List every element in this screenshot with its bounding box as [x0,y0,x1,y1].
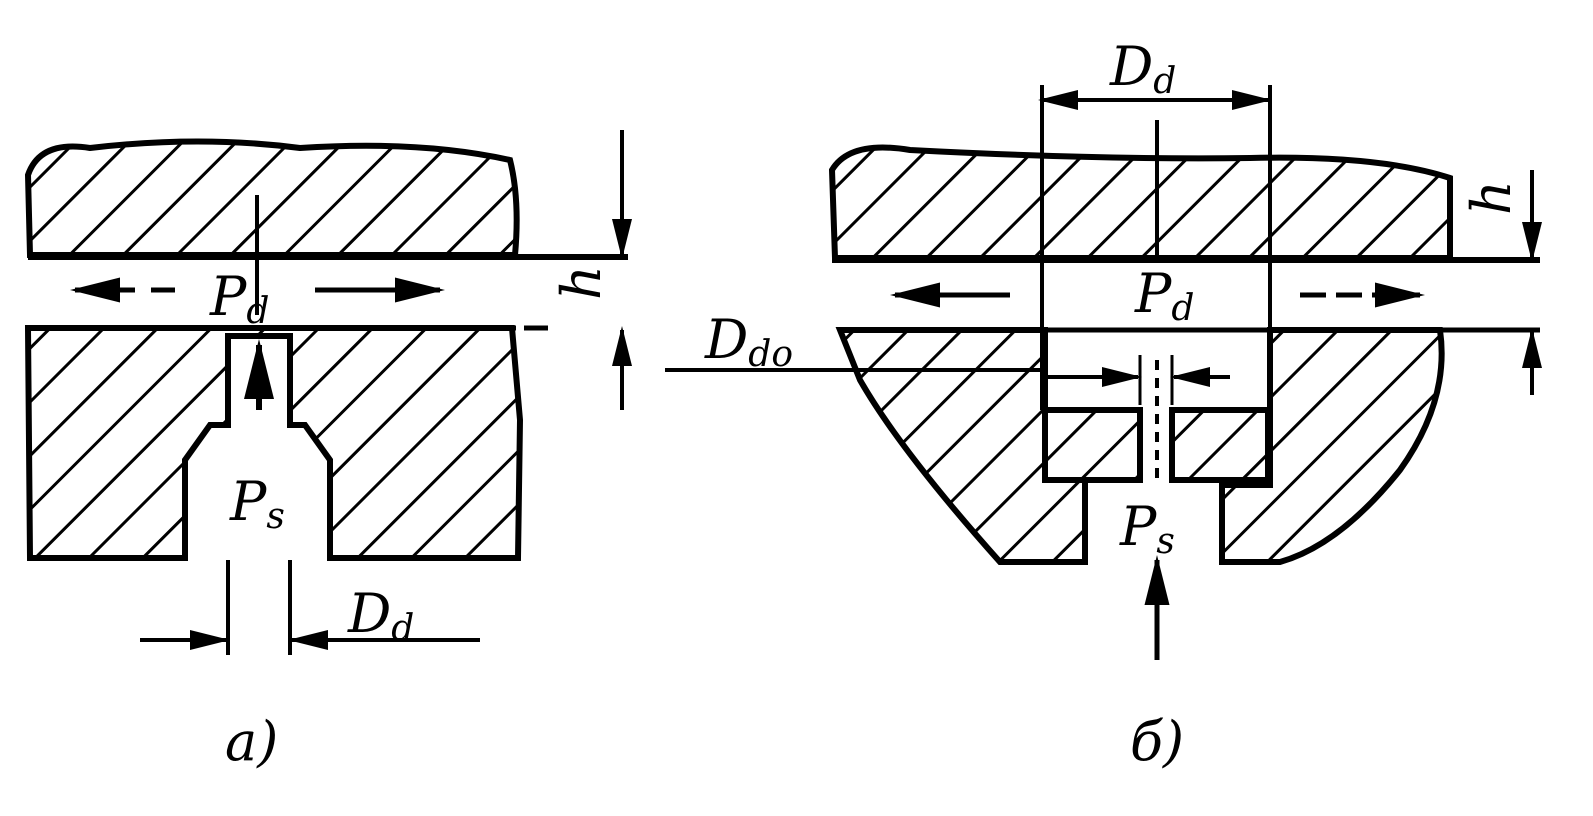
fig-a-pd-label: Pd [209,265,269,332]
fig-b-caption: б) [1130,710,1184,773]
figure-b [665,85,1542,660]
figure-a [24,130,632,655]
fig-a-caption: a) [225,710,278,773]
fig-a-dd-label: Dd [347,582,414,649]
fig-b-ddo-label: Ddo [704,308,793,375]
fig-b-dd-label: Dd [1109,35,1176,102]
figure-b-right-body [1219,327,1445,565]
fig-a-ps-label: Ps [229,470,285,537]
figure-b-top-plate [828,144,1453,261]
fig-b-h-label: h [1460,180,1523,215]
figure-a-top-plate [24,138,520,258]
fig-b-pd-label: Pd [1134,262,1194,329]
fig-b-ps-label: Ps [1119,495,1175,562]
figure-b-left-body [835,327,1088,565]
fig-a-h-label: h [550,265,613,300]
figure-a-bottom-block [24,325,524,561]
